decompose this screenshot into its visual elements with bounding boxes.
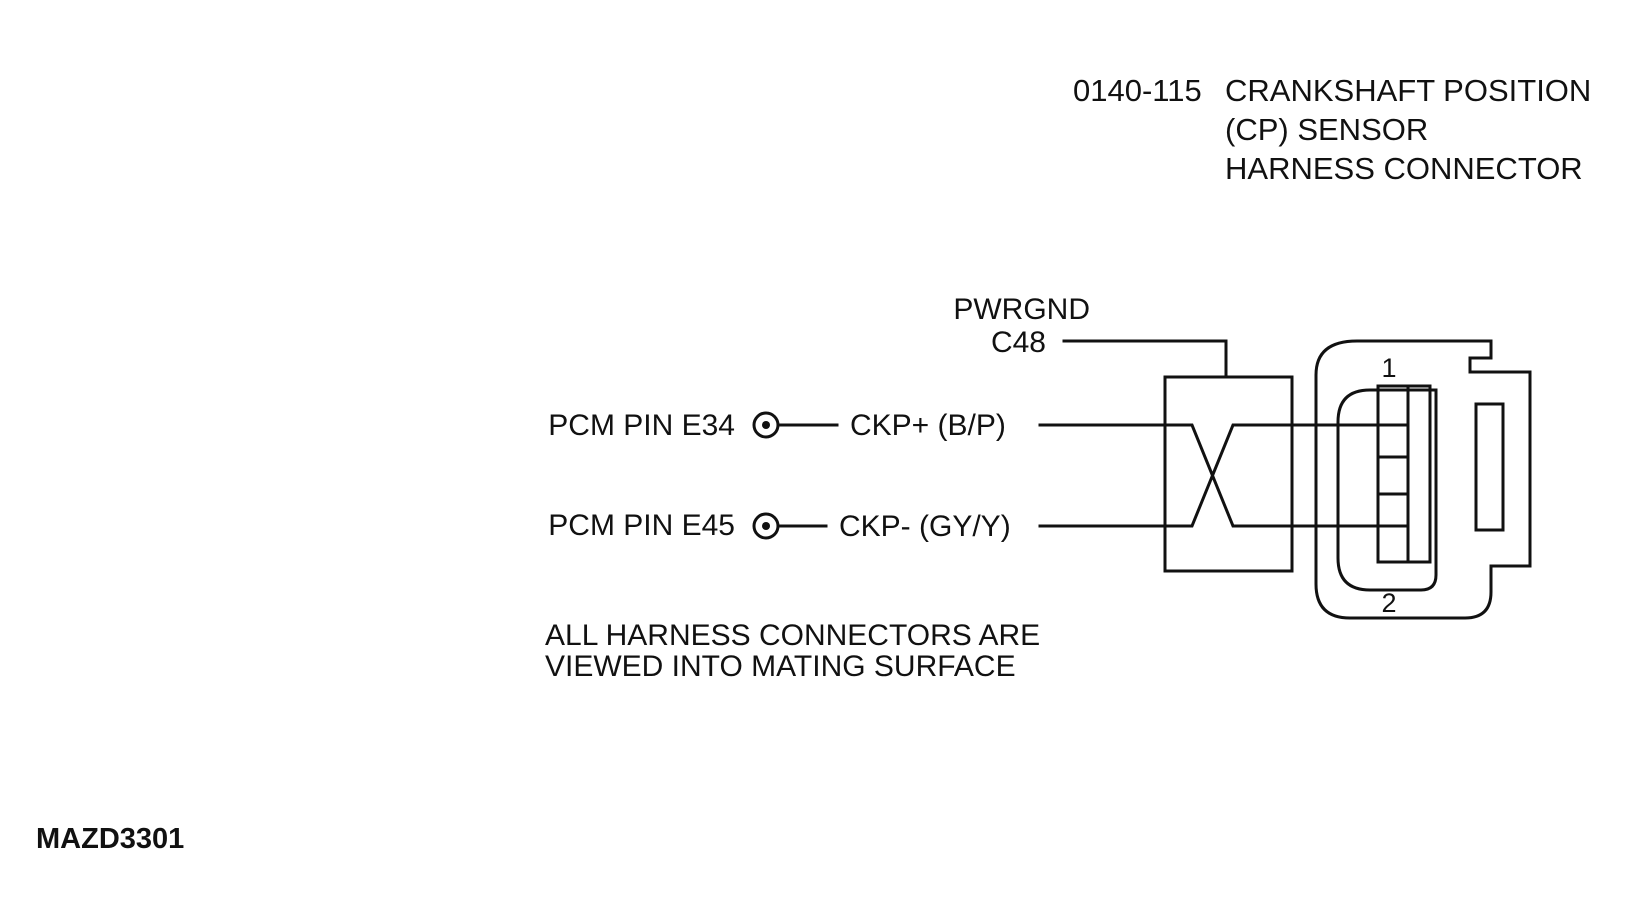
ground-pin: C48 [991, 326, 1046, 359]
terminal-icon [752, 512, 780, 540]
pin-number-2: 2 [1381, 588, 1396, 618]
terminal-block [1376, 384, 1410, 564]
terminal-icon [752, 411, 780, 439]
harness-connector: 1 2 [1314, 339, 1532, 620]
connector-key [1474, 402, 1505, 532]
connector-housing [1314, 339, 1532, 620]
diagram-note: ALL HARNESS CONNECTORS ARE VIEWED INTO M… [545, 619, 1040, 683]
pcm-pin-label: PCM PIN E45 [548, 509, 735, 542]
circuit-ckp-plus: PCM PIN E34 CKP+ (B/P) [548, 409, 1167, 442]
circuit-ckp-minus: PCM PIN E45 CKP- (GY/Y) [548, 509, 1167, 543]
diagram-title-line-3: HARNESS CONNECTOR [1225, 151, 1583, 186]
ground-wire [1062, 339, 1228, 379]
note-line-2: VIEWED INTO MATING SURFACE [545, 650, 1016, 683]
diagram-title-line-1: CRANKSHAFT POSITION [1225, 73, 1591, 108]
diagram-title-line-2: (CP) SENSOR [1225, 112, 1428, 147]
ground-label: PWRGND C48 [953, 293, 1090, 359]
ground-name: PWRGND [953, 293, 1090, 326]
terminal-latch [1406, 384, 1432, 564]
note-line-1: ALL HARNESS CONNECTORS ARE [545, 619, 1040, 652]
diagram-header: 0140-115 CRANKSHAFT POSITION (CP) SENSOR… [1073, 73, 1591, 186]
signal-label: CKP+ (B/P) [850, 409, 1006, 442]
signal-label: CKP- (GY/Y) [839, 510, 1011, 543]
pcm-pin-label: PCM PIN E34 [548, 409, 735, 442]
shield-box [1163, 375, 1294, 573]
diagram-code: 0140-115 [1073, 73, 1202, 108]
twisted-pair [1163, 423, 1294, 528]
figure-id: MAZD3301 [36, 823, 184, 855]
connector-cavity [1336, 388, 1438, 592]
connector-wires [1290, 423, 1392, 528]
pin-number-1: 1 [1381, 353, 1396, 383]
